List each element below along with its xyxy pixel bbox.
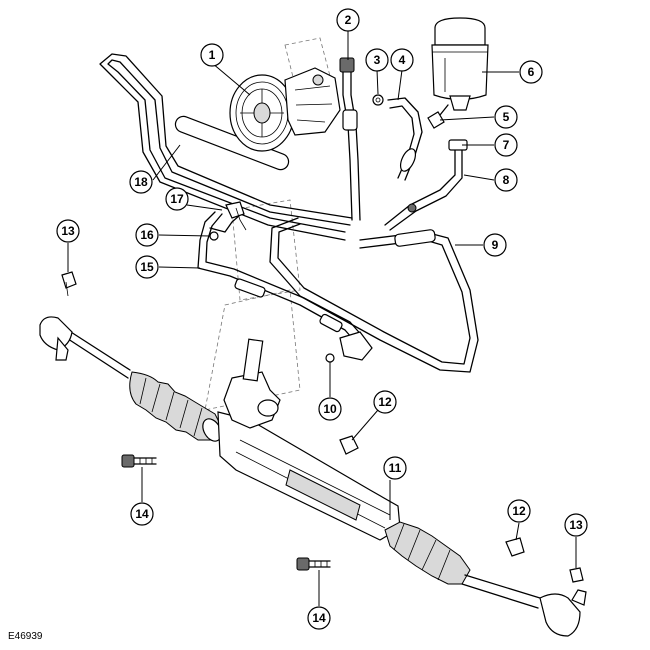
rack-clip-12a — [339, 435, 359, 455]
svg-text:12: 12 — [378, 395, 392, 409]
hose-clip-5 — [427, 111, 445, 129]
supply-hose — [387, 97, 423, 181]
callout-1: 1 — [200, 43, 224, 67]
power-steering-pump — [229, 67, 341, 152]
svg-text:12: 12 — [512, 504, 526, 518]
reservoir-return-hose — [384, 139, 468, 231]
callout-6: 6 — [519, 60, 543, 84]
callout-13-right: 13 — [564, 513, 588, 537]
svg-text:1: 1 — [209, 48, 216, 62]
steering-rack — [39, 316, 587, 637]
svg-text:16: 16 — [140, 228, 154, 242]
svg-text:2: 2 — [345, 13, 352, 27]
callout-12-lower: 12 — [507, 499, 531, 523]
callout-5: 5 — [494, 105, 518, 129]
svg-text:10: 10 — [323, 402, 337, 416]
callout-10: 10 — [318, 397, 342, 421]
callout-12-upper: 12 — [373, 390, 397, 414]
svg-text:15: 15 — [140, 260, 154, 274]
callout-7: 7 — [494, 133, 518, 157]
svg-text:7: 7 — [503, 138, 510, 152]
callout-14-lower: 14 — [307, 606, 331, 630]
callout-17: 17 — [165, 187, 189, 211]
pipe-clip-16 — [209, 231, 219, 241]
callout-14-left: 14 — [130, 502, 154, 526]
callout-13-left: 13 — [56, 219, 80, 243]
svg-text:4: 4 — [399, 53, 406, 67]
callout-15: 15 — [135, 255, 159, 279]
feed-pipes — [197, 211, 373, 363]
svg-text:9: 9 — [492, 238, 499, 252]
rack-clip-12b — [505, 537, 525, 557]
svg-text:14: 14 — [312, 611, 326, 625]
callout-2: 2 — [336, 8, 360, 32]
callout-9: 9 — [483, 233, 507, 257]
pump-pressure-pipe — [339, 57, 361, 221]
svg-text:13: 13 — [569, 518, 583, 532]
callout-3: 3 — [365, 48, 389, 72]
svg-text:14: 14 — [135, 507, 149, 521]
rack-valve-outline — [204, 289, 301, 411]
mounting-bolt-14b — [296, 557, 331, 571]
mounting-bolt-14a — [121, 454, 157, 468]
svg-text:13: 13 — [61, 224, 75, 238]
svg-text:3: 3 — [374, 53, 381, 67]
return-pipe-loop — [269, 217, 479, 373]
tie-rod-nut-13b — [569, 567, 584, 583]
leader-lines — [67, 30, 577, 606]
svg-text:17: 17 — [170, 192, 184, 206]
fluid-reservoir — [431, 17, 489, 119]
svg-text:11: 11 — [389, 461, 402, 475]
tie-rod-nut-13a — [61, 271, 77, 297]
cooler-return-pipe — [99, 53, 353, 241]
callout-11: 11 — [383, 456, 407, 480]
svg-text:8: 8 — [503, 173, 510, 187]
callout-16: 16 — [135, 223, 159, 247]
figure-reference-code: E46939 — [8, 631, 43, 642]
svg-text:5: 5 — [503, 110, 510, 124]
pipe-clip-17 — [225, 201, 247, 231]
callout-8: 8 — [494, 168, 518, 192]
hose-clip-3 — [372, 94, 384, 106]
svg-text:18: 18 — [134, 175, 148, 189]
callout-18: 18 — [129, 170, 153, 194]
callout-4: 4 — [390, 48, 414, 72]
svg-text:6: 6 — [528, 65, 535, 79]
